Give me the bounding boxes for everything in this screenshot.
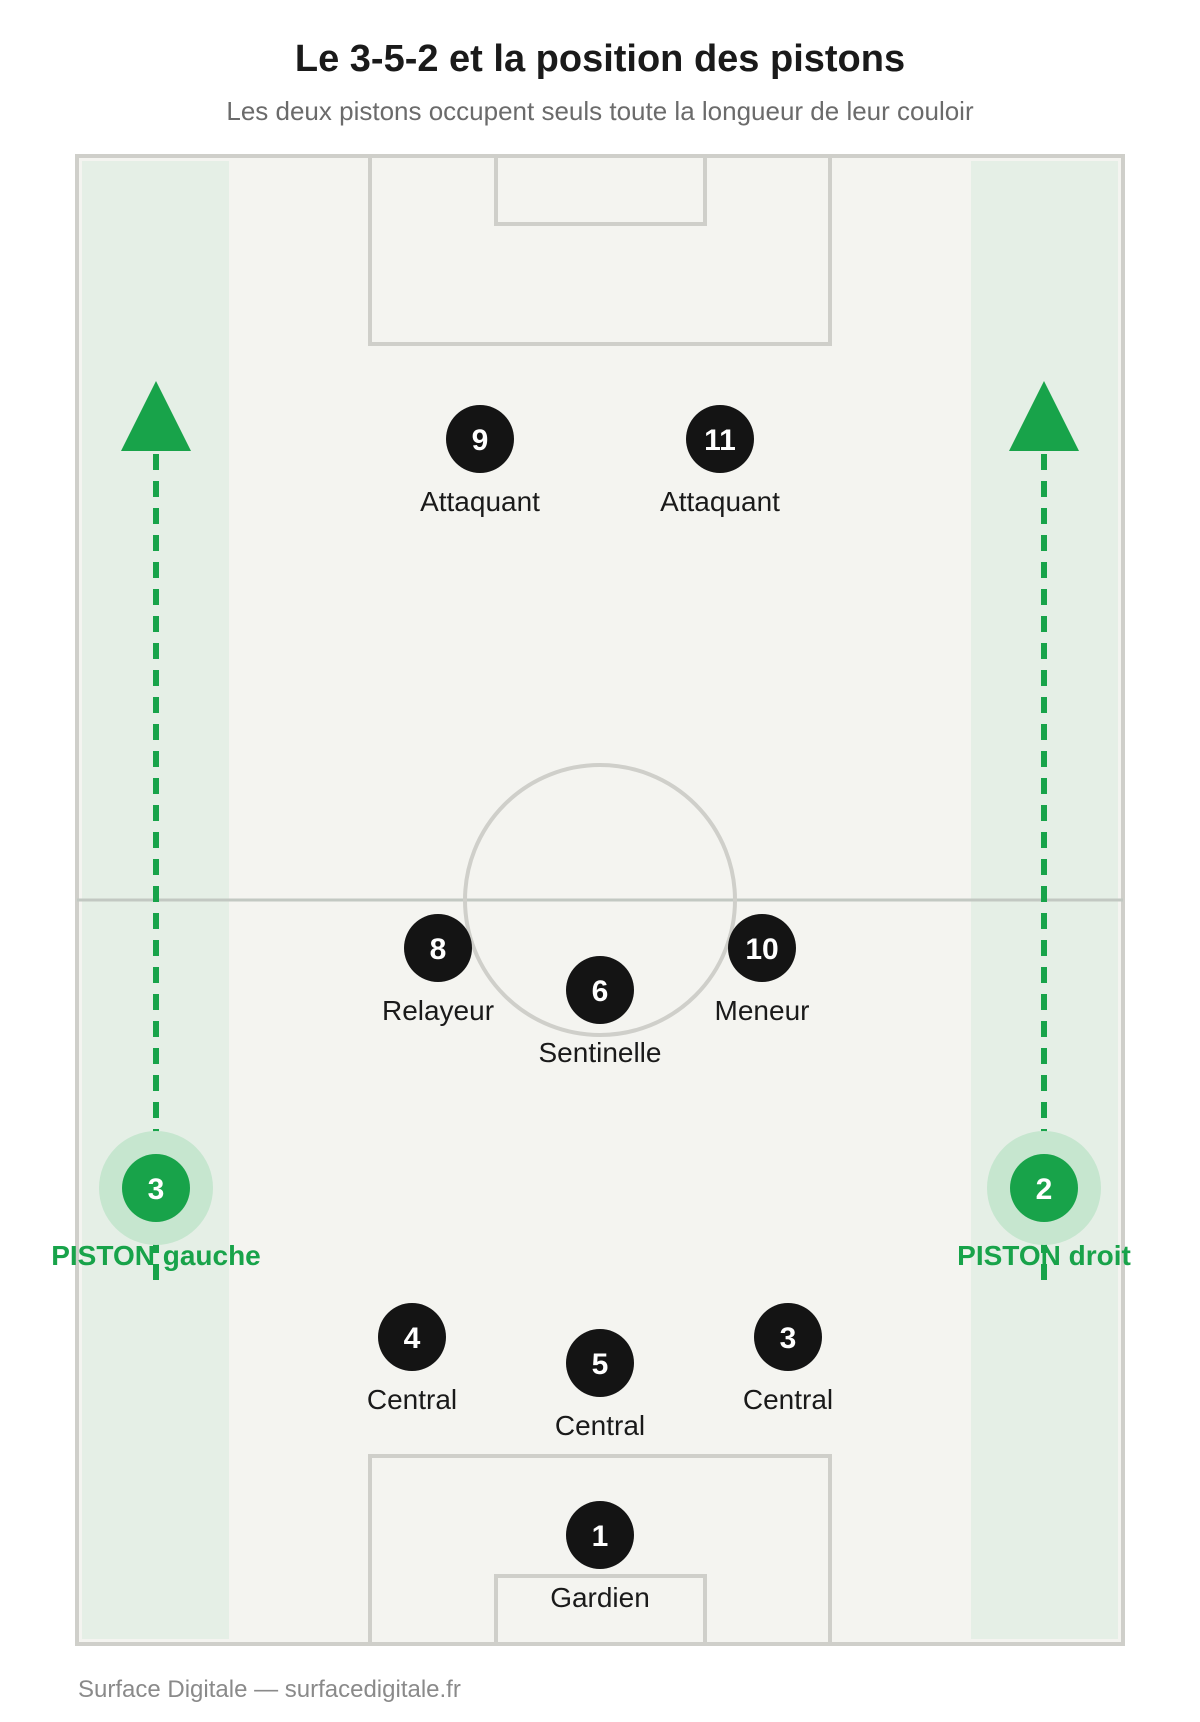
player-role-label: Central — [367, 1384, 457, 1415]
player-circle — [566, 1501, 634, 1569]
player-role-label: Meneur — [715, 995, 810, 1026]
player-number: 2 — [1036, 1173, 1053, 1206]
player-circle — [378, 1303, 446, 1371]
player-circle — [446, 405, 514, 473]
player-number: 9 — [472, 424, 489, 457]
player-role-label: Central — [555, 1410, 645, 1441]
top-goal-box — [494, 154, 707, 226]
player-number: 4 — [404, 1322, 421, 1355]
player-number: 8 — [430, 933, 447, 966]
player-role-label: Relayeur — [382, 995, 494, 1026]
piston-role-label: PISTON gauche — [51, 1240, 261, 1271]
right-piston-arrowhead-icon — [1009, 381, 1079, 451]
player-circle — [566, 1329, 634, 1397]
left-piston-arrowhead-icon — [121, 381, 191, 451]
player-role-label: Central — [743, 1384, 833, 1415]
player-circle — [122, 1154, 190, 1222]
player-role-label: Gardien — [550, 1582, 650, 1613]
player-number: 1 — [592, 1520, 609, 1553]
player-number: 3 — [148, 1173, 165, 1206]
player-circle — [686, 405, 754, 473]
player-role-label: Sentinelle — [539, 1037, 662, 1068]
footer-credit: Surface Digitale — surfacedigitale.fr — [78, 1676, 461, 1703]
player-number: 3 — [780, 1322, 797, 1355]
player-number: 11 — [704, 424, 736, 457]
center-circle — [463, 763, 737, 1037]
player-circle — [566, 956, 634, 1024]
player-role-label: Attaquant — [420, 486, 540, 517]
player-number: 10 — [745, 933, 778, 966]
player-circle — [1010, 1154, 1078, 1222]
piston-role-label: PISTON droit — [957, 1240, 1131, 1271]
player-circle — [728, 914, 796, 982]
player-role-label: Attaquant — [660, 486, 780, 517]
player-number: 5 — [592, 1348, 609, 1381]
players: 9Attaquant11Attaquant8Relayeur6Sentinell… — [51, 405, 1131, 1613]
player-circle — [754, 1303, 822, 1371]
player-number: 6 — [592, 975, 609, 1008]
player-circle — [404, 914, 472, 982]
diagram-title: Le 3-5-2 et la position des pistons — [294, 38, 906, 80]
bottom-goal-box — [494, 1574, 707, 1646]
diagram-subtitle: Les deux pistons occupent seuls toute la… — [226, 96, 974, 126]
